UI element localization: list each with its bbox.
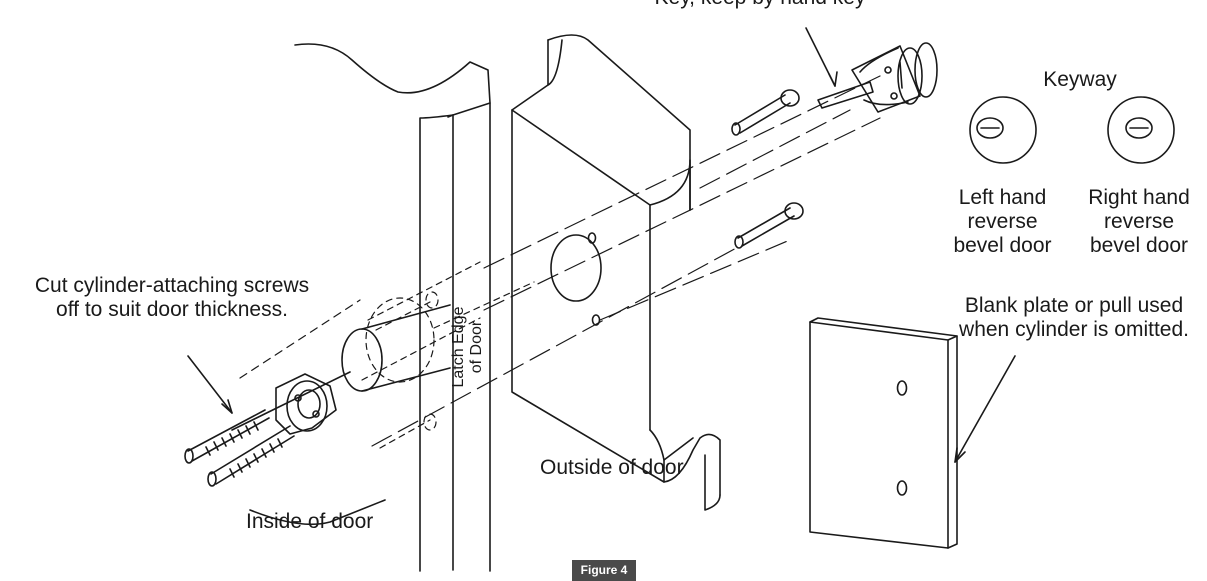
tailpiece-arrow [805, 27, 838, 87]
door-bores [361, 261, 535, 449]
cut-screws-line-2: off to suit door thickness. [56, 298, 288, 321]
keyway-label: Keyway [1043, 68, 1117, 91]
outside-pins [731, 89, 804, 249]
leader-blank-plate [954, 355, 1016, 463]
blank-plate-label: Blank plate or pull used when cylinder i… [945, 294, 1203, 342]
blank-plate-line-2: when cylinder is omitted. [959, 318, 1189, 341]
top-partial-label: Key, keep by hand key [590, 0, 930, 10]
cut-screws-line-1: Cut cylinder-attaching screws [34, 274, 310, 297]
outside-plate [511, 34, 721, 511]
latch-edge-line-2: of Door [468, 320, 485, 374]
blank-plate [809, 317, 958, 549]
cylinder-tube [231, 299, 451, 431]
left-hand-line-2: reverse [967, 210, 1038, 233]
trim-ring [275, 373, 337, 435]
left-hand-label: Left hand reverse bevel door [940, 186, 1065, 258]
alignment-lines [371, 75, 881, 447]
lock-cylinder [817, 42, 938, 113]
right-hand-line-2: reverse [1103, 210, 1175, 233]
left-hand-line-3: bevel door [953, 234, 1052, 257]
blank-plate-line-1: Blank plate or pull used [964, 294, 1184, 317]
left-hand-line-1: Left hand [958, 186, 1047, 209]
cut-screws-label: Cut cylinder-attaching screws off to sui… [12, 274, 332, 322]
latch-edge-line-1: Latch Edge [450, 306, 467, 388]
keyway-right [1107, 96, 1175, 164]
outside-door-label: Outside of door [540, 456, 684, 479]
right-hand-label: Right hand reverse bevel door [1074, 186, 1204, 258]
leader-screws [187, 355, 233, 414]
keyway-left [969, 96, 1037, 164]
inside-door-label: Inside of door [246, 510, 374, 533]
latch-edge-label: Latch Edge of Door [450, 302, 490, 392]
cylinder-screws [184, 409, 295, 487]
right-hand-line-3: bevel door [1089, 234, 1189, 257]
door-slab [249, 43, 491, 572]
right-hand-line-1: Right hand [1088, 186, 1190, 209]
figure-caption: Figure 4 [572, 560, 636, 581]
